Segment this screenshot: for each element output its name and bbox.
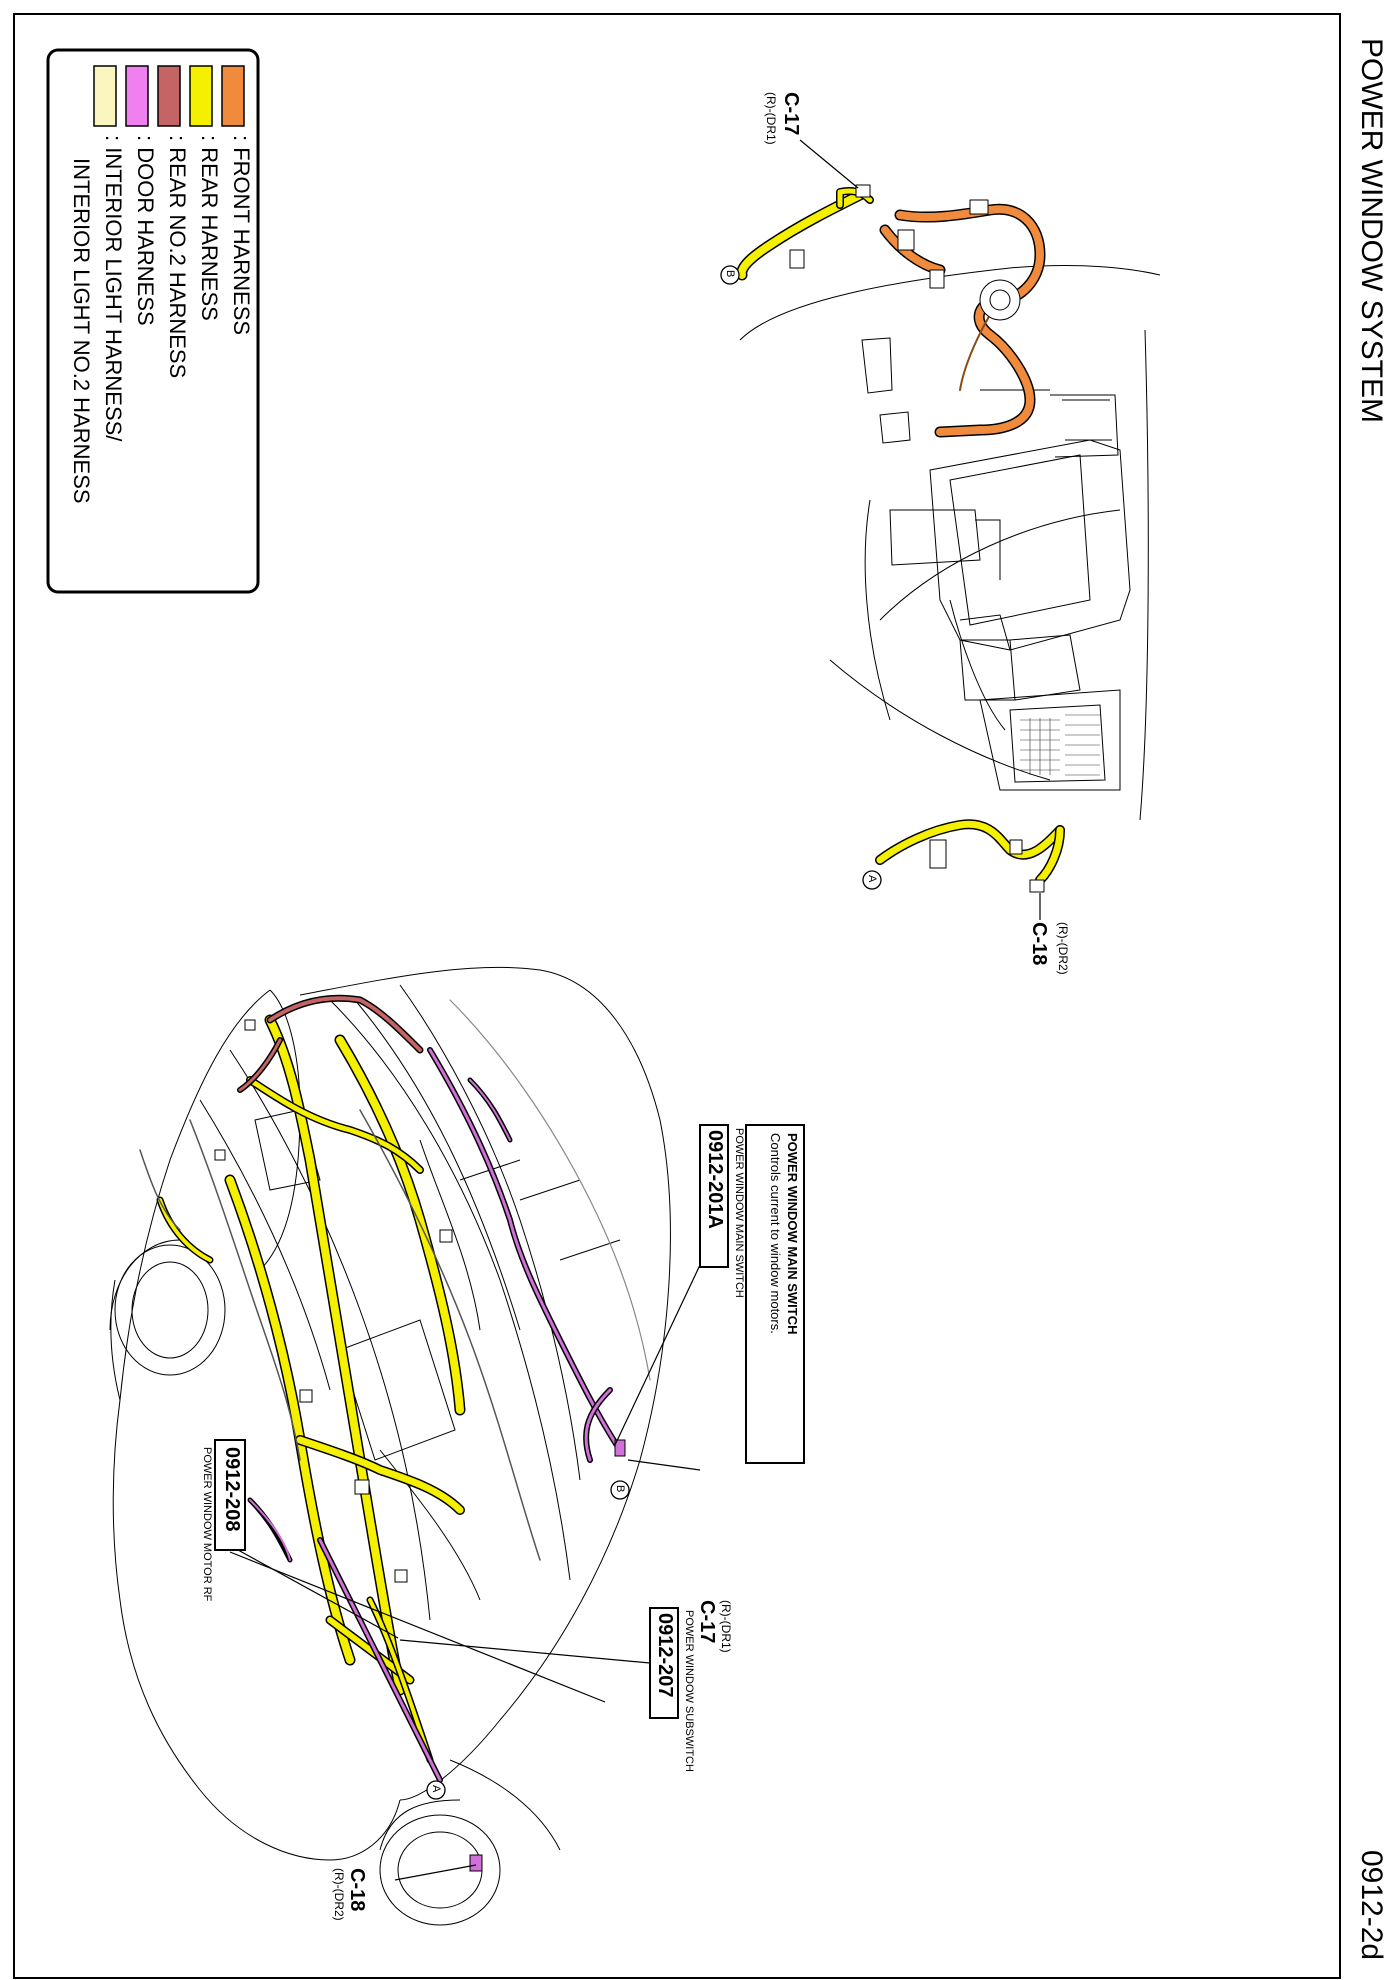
car-leaders <box>229 1264 701 1881</box>
motor-rf-code: 0912-208 <box>221 1447 243 1532</box>
marker-a-dash: A <box>866 875 878 883</box>
legend-swatch-front <box>221 65 245 127</box>
motor-rf-caption: POWER WINDOW MOTOR RF <box>201 1447 213 1602</box>
legend-label-rear: : REAR HARNESS <box>197 135 222 321</box>
marker-b-dash: B <box>724 270 736 278</box>
subswitch-code: 0912-207 <box>654 1613 676 1698</box>
main-switch-box-desc: Controls current to window motors. <box>768 1133 783 1334</box>
car-connectors <box>214 1019 626 1872</box>
legend-swatch-interior <box>93 65 117 127</box>
legend-label-front: : FRONT HARNESS <box>229 135 254 336</box>
main-switch-code: 0912-201A <box>704 1130 726 1229</box>
legend-label-door: : DOOR HARNESS <box>133 135 158 326</box>
dashboard-view <box>739 265 1161 821</box>
c18-car-sub: (R)-(DR2) <box>332 1868 346 1921</box>
marker-b-car: B <box>614 1485 626 1493</box>
legend-label-interior: : INTERIOR LIGHT HARNESS/ <box>101 135 126 442</box>
c18-top-sub: (R)-(DR2) <box>1056 922 1070 975</box>
car-harness <box>139 994 651 1783</box>
legend-label-interior-cont: INTERIOR LIGHT NO.2 HARNESS <box>69 158 94 504</box>
main-switch-box <box>745 1124 805 1464</box>
vent-grid <box>1020 714 1100 776</box>
main-switch-caption: POWER WINDOW MAIN SWITCH <box>733 1128 745 1298</box>
rear-wheel-arch <box>379 1814 501 1926</box>
subswitch-caption: POWER WINDOW SUBSWITCH <box>683 1610 695 1772</box>
page-frame <box>13 13 1341 1979</box>
legend-swatch-rear-no2 <box>157 65 181 127</box>
c17-car-label: C-17 <box>696 1600 718 1644</box>
main-switch-box-title: POWER WINDOW MAIN SWITCH <box>785 1133 800 1335</box>
dash-harness <box>736 184 1065 893</box>
dash-markers <box>720 265 882 890</box>
legend <box>46 48 260 594</box>
legend-swatch-door <box>125 65 149 127</box>
car-markers <box>426 1480 630 1800</box>
c18-top-label: C-18 <box>1028 922 1050 966</box>
dash-leaders <box>799 139 1041 920</box>
main-switch-code-box <box>699 1124 729 1268</box>
marker-a-car: A <box>430 1785 442 1793</box>
legend-label-rear-no2: : REAR NO.2 HARNESS <box>165 135 190 379</box>
c18-car-label: C-18 <box>346 1868 368 1912</box>
front-wheel-arch <box>114 1244 226 1376</box>
callout-boxes <box>214 1124 805 1719</box>
legend-swatch-rear <box>189 65 213 127</box>
c17-top-sub: (R)-(DR1) <box>764 92 778 145</box>
c17-top-label: C-17 <box>780 92 802 136</box>
car-body <box>109 966 671 1926</box>
c17-car-sub: (R)-(DR1) <box>719 1600 733 1653</box>
motor-rf-code-box <box>214 1439 246 1551</box>
